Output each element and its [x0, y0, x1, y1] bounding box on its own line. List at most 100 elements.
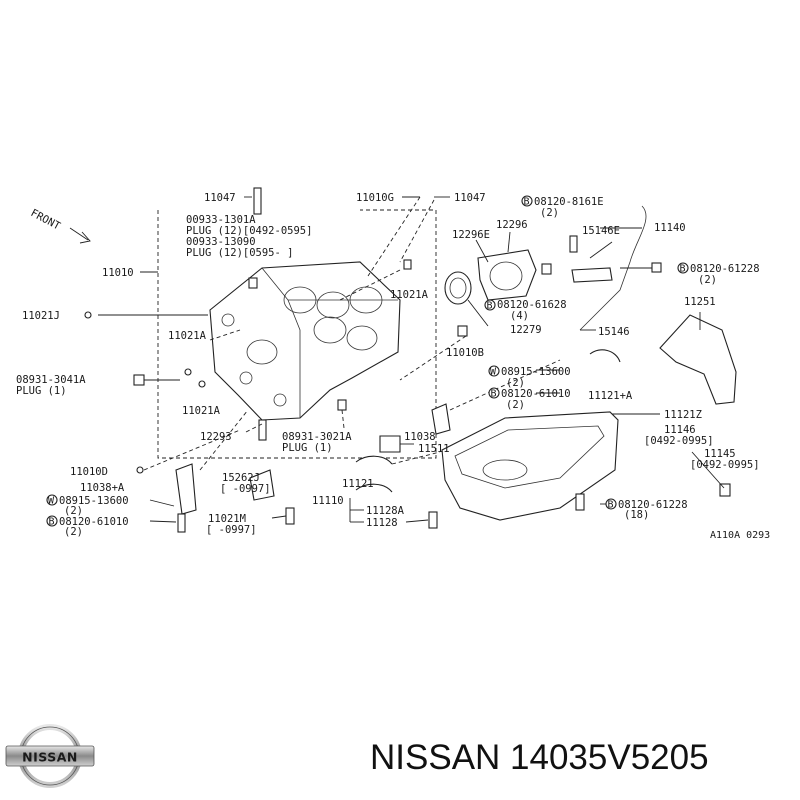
callout-range-11145: [0492-0995] — [690, 459, 760, 471]
bearing-group — [175, 349, 621, 533]
main-bearing-upper-11121a — [589, 349, 621, 363]
main-bearing-11121-a — [355, 455, 393, 465]
callout-11010g: 11010G — [356, 192, 394, 204]
support-11038 — [431, 403, 451, 435]
b-marker-08120-61228a — [677, 262, 689, 274]
gauge-bracket-15146e — [571, 267, 613, 283]
callout-11511: 11511 — [418, 443, 450, 455]
callout-11021m: 11021M — [208, 513, 246, 525]
callout-11047-pin: 11047 — [454, 192, 486, 204]
rear-oil-seal-12279 — [444, 271, 472, 305]
baffle-plate-11251 — [659, 314, 737, 405]
leader-08915-13600b — [149, 499, 175, 507]
callout-15146: 15146 — [598, 326, 630, 338]
callout-qty-4: (4) — [510, 310, 529, 322]
callout-11047-stud: 11047 — [204, 192, 236, 204]
plug-11021j — [84, 311, 92, 319]
dash-08931-3021a — [341, 409, 345, 429]
b-marker-label-5: B — [49, 517, 55, 528]
cylinder-bore-4 — [313, 316, 347, 344]
callout-qty-2f: (2) — [64, 526, 83, 538]
dash-block-to-pan — [449, 359, 561, 411]
b-marker-label-2: B — [680, 264, 686, 275]
callout-qty-2e: (2) — [64, 505, 83, 517]
logo-text: NISSAN — [22, 750, 78, 765]
b-marker-label-3: B — [487, 301, 493, 312]
b-marker-08120-61010a — [488, 387, 500, 399]
callout-range-11146: [0492-0995] — [644, 435, 714, 447]
cylinder-block-body — [209, 261, 401, 421]
callout-qty-2b: (2) — [698, 274, 717, 286]
seal-retainer-12296 — [477, 249, 537, 301]
callout-08931-3021a: 08931-3021A — [282, 431, 352, 443]
diagram-code-reference: A110A 0293 — [710, 530, 770, 541]
cylinder-bore-1 — [283, 286, 317, 314]
bracket-15262j — [249, 469, 275, 501]
callout-11110: 11110 — [312, 495, 344, 507]
dash-11047b — [399, 199, 435, 263]
callout-plug-12-0492: PLUG (12)[0492-0595] — [186, 225, 312, 237]
leader-15146e — [589, 241, 613, 259]
bolt-08120-61228-upper — [651, 262, 662, 273]
leader-11146 — [691, 451, 725, 489]
w-marker-label-2: W — [48, 496, 55, 507]
bracket-11511 — [379, 435, 401, 453]
oil-pan-inner-flange — [454, 425, 605, 489]
cylinder-bore-5 — [346, 325, 378, 351]
oil-gauge-group — [569, 205, 662, 331]
cylinder-bore-6 — [246, 339, 278, 365]
oil-pan-sump — [482, 459, 528, 481]
block-fasteners — [84, 187, 468, 474]
callout-11010b: 11010B — [446, 347, 484, 359]
callout-11021a-top: 11021A — [390, 289, 429, 301]
w-marker-08915-13600a — [488, 365, 500, 377]
callout-11038a: 11038+A — [80, 482, 125, 494]
plug-11021a-lower — [198, 380, 206, 388]
block-boundary-frame — [157, 209, 437, 459]
callout-08915-13600-upper: 08915-13600 — [501, 366, 571, 378]
callout-11146: 11146 — [664, 424, 696, 436]
bolt-11145 — [719, 483, 731, 497]
main-bearing-11121-b — [355, 483, 393, 493]
cylinder-block-drawing — [209, 261, 401, 421]
callout-00933-13090: 00933-13090 — [186, 236, 256, 248]
callout-11121: 11121 — [342, 478, 374, 490]
callout-11010: 11010 — [102, 267, 134, 279]
bolt-12293 — [258, 419, 267, 441]
leader-12296e — [475, 239, 489, 263]
dash-11038a — [199, 409, 249, 471]
logo-bar — [5, 745, 95, 767]
callout-qty-18: (18) — [624, 509, 649, 521]
callout-plug-12-0595: PLUG (12)[0595- ] — [186, 247, 293, 259]
product-caption: NISSAN 14035V5205 — [370, 738, 709, 777]
callout-11021a-side: 11021A — [168, 330, 207, 342]
callout-12293: 12293 — [200, 431, 232, 443]
b-marker-08120-61228b — [605, 498, 617, 510]
callout-08120-61010-upper: 08120-61010 — [501, 388, 571, 400]
cylinder-block-frame — [140, 209, 437, 459]
leader-11021m — [271, 515, 287, 519]
nissan-logo: NISSAN — [5, 724, 95, 788]
plug-11021a — [403, 259, 412, 270]
callout-08120-61228-lower: 08120-61228 — [618, 499, 688, 511]
bolt-08120-61628 — [541, 263, 552, 275]
front-direction-indicator: FRONT — [29, 207, 91, 244]
callout-08120-61010-lower: 08120-61010 — [59, 516, 129, 528]
b-marker-08120-61628 — [484, 299, 496, 311]
callout-11251: 11251 — [684, 296, 716, 308]
front-label: FRONT — [29, 207, 63, 233]
plug-11021m — [285, 507, 295, 525]
callout-11010d: 11010D — [70, 466, 108, 478]
b-marker-08120-61010b — [46, 515, 58, 527]
leader-12296 — [507, 231, 511, 253]
plug-08931-3021a — [337, 399, 347, 411]
drain-plug-11128 — [428, 511, 438, 529]
callout-08120-8161e: 08120-8161E — [534, 196, 604, 208]
callout-12296: 12296 — [496, 219, 528, 231]
callout-12279: 12279 — [510, 324, 542, 336]
leader-11128-part — [405, 519, 429, 523]
callout-11128a: 11128A — [366, 505, 405, 517]
rear-oil-seal-inner — [449, 277, 467, 299]
bolt-08120-61228-lower — [575, 493, 585, 511]
